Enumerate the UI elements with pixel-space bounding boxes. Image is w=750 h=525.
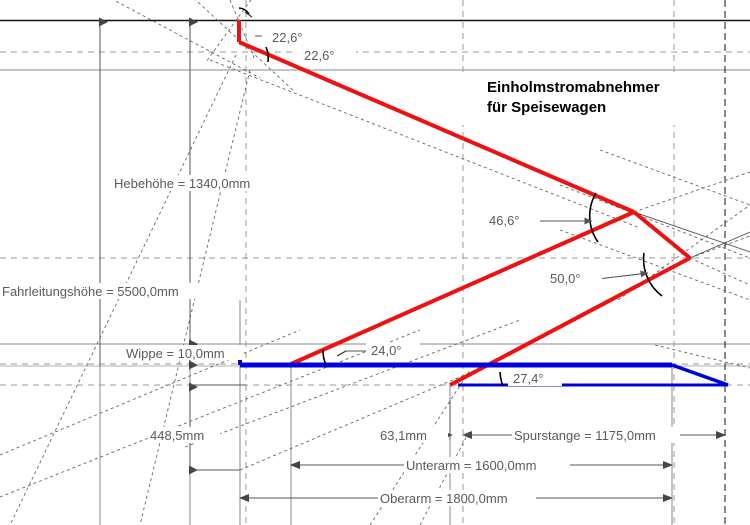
arc-lower-arm <box>322 349 327 366</box>
dimension-label-offset-horizontal: 63,1mm <box>380 428 427 443</box>
arm-lower <box>290 210 635 366</box>
arm-elbow-down <box>632 210 692 260</box>
angle-label-elbow-lower: 50,0° <box>550 271 581 286</box>
pan-diagonal <box>671 363 729 387</box>
pantograph-arm <box>237 20 692 387</box>
label-masks <box>0 28 680 506</box>
arc-upper-arm <box>265 46 270 63</box>
dimension-label-unterarm: Unterarm = 1600,0mm <box>406 458 537 473</box>
angle-label-upper-arm: 22,6° <box>304 48 335 63</box>
pan-assembly <box>238 345 729 387</box>
elbow-rays <box>633 211 750 259</box>
dimension-label-spurstange: Spurstange = 1175,0mm <box>514 428 656 443</box>
angle-label-lower-arm: 24,0° <box>371 343 402 358</box>
drawing-title: Einholmstromabnehmer für Speisewagen <box>487 78 660 119</box>
dimension-label-wippe: Wippe = 10,0mm <box>126 346 225 361</box>
arc-tie-rod <box>499 371 504 387</box>
angle-label-tie-rod: 27,4° <box>513 371 544 386</box>
dimension-label-offset-vertical: 448,5mm <box>150 428 205 443</box>
angle-ticks <box>244 11 518 384</box>
dimension-label-fahrleitungshoehe: Fahrleitungshöhe = 5500,0mm <box>2 284 179 299</box>
dimension-label-oberarm: Oberarm = 1800,0mm <box>380 491 508 506</box>
dimension-label-hebehoehe: Hebehöhe = 1340,0mm <box>114 176 251 191</box>
angle-label-upper-stem: 22,6° <box>272 30 303 45</box>
drawing-title-line1: Einholmstromabnehmer <box>487 79 660 96</box>
arm-upper <box>238 40 635 214</box>
arc-elbow-upper <box>588 192 599 243</box>
arc-upper-stem <box>238 7 250 15</box>
drawing-title-line2: für Speisewagen <box>487 99 607 117</box>
angle-label-elbow-upper: 46,6° <box>489 213 520 228</box>
